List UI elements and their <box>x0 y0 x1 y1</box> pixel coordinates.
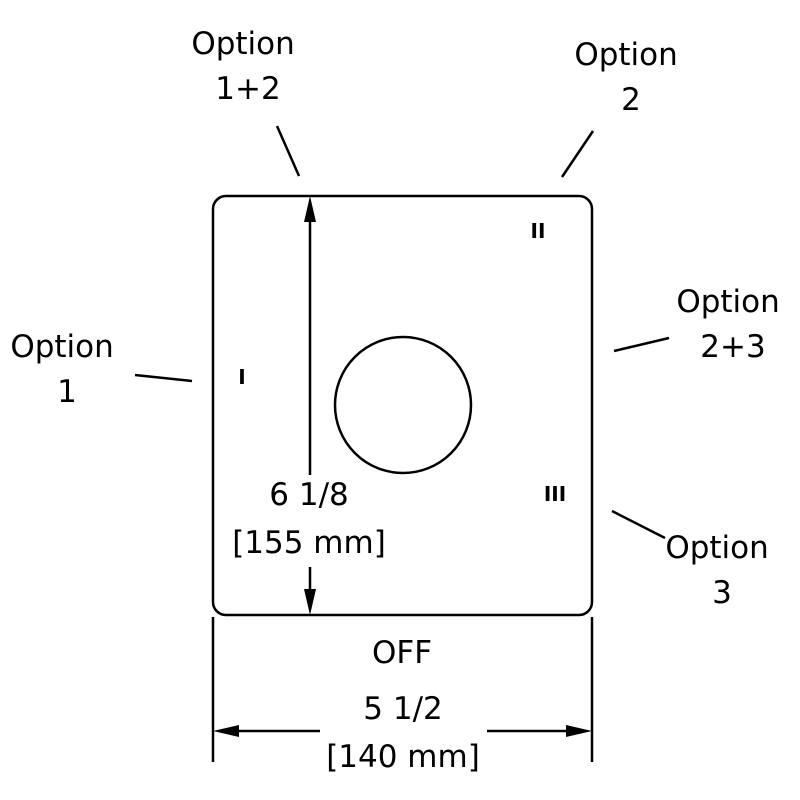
label-option-2: Option 2 <box>574 37 687 118</box>
label-off: OFF <box>372 635 432 671</box>
width-dimension-imperial: 5 1/2 <box>363 691 442 727</box>
label-option-2-3: Option 2+3 <box>676 284 789 365</box>
height-dimension-metric: [155 mm] <box>232 525 386 561</box>
width-arrow-right <box>566 725 592 737</box>
leader-line-option-3 <box>611 509 666 540</box>
center-hole <box>333 335 473 475</box>
leader-line-option-2 <box>560 130 595 178</box>
plate-mark-position-2: II <box>531 219 546 243</box>
label-option-3: Option 3 <box>665 530 778 611</box>
leader-line-option-1-2 <box>275 125 301 177</box>
height-arrow-bottom <box>304 589 316 615</box>
label-option-1-2: Option 1+2 <box>191 26 304 107</box>
width-arrow-left <box>213 725 239 737</box>
leader-line-option-2-3 <box>613 336 670 353</box>
height-arrow-top <box>304 196 316 222</box>
plate-mark-position-1: I <box>238 365 245 389</box>
width-dimension-metric: [140 mm] <box>326 739 480 775</box>
height-dimension-imperial: 6 1/8 <box>269 477 348 513</box>
switch-plate-outline <box>211 194 594 617</box>
label-option-1: Option 1 <box>10 329 123 410</box>
plate-mark-position-3: III <box>544 482 566 506</box>
leader-line-option-1 <box>134 373 193 383</box>
